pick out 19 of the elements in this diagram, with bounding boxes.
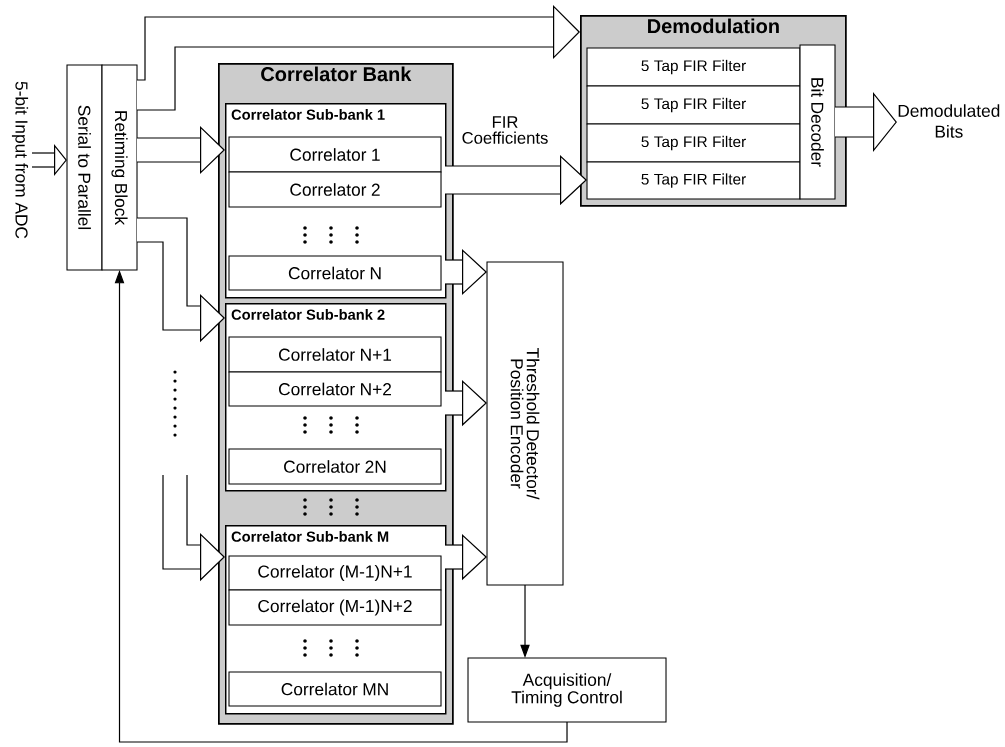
output-label: Demodulated Bits: [898, 104, 1000, 138]
block-box: Retiming Block: [101, 64, 138, 271]
block-box: 5 Tap FIR Filter: [586, 85, 801, 125]
block-box: Correlator N: [228, 255, 442, 291]
input-label: 5-bit Input from ADC: [11, 81, 29, 239]
block-box: Correlator N+1: [228, 336, 442, 373]
block-box: Correlator 2N: [228, 448, 442, 485]
block-box: Acquisition/ Timing Control: [467, 657, 667, 723]
block-box: Bit Decoder: [799, 44, 836, 200]
block-box: Correlator N+2: [228, 371, 442, 407]
block-box: Correlator 1: [228, 136, 442, 173]
edge-label: FIR Coefficients: [456, 114, 554, 146]
block-box: 5 Tap FIR Filter: [586, 47, 801, 87]
block-box: Correlator MN: [228, 671, 442, 707]
block-box: Correlator (M-1)N+2: [228, 589, 442, 626]
block-box: 5 Tap FIR Filter: [586, 123, 801, 163]
block-box: Correlator (M-1)N+1: [228, 555, 442, 591]
bus-arrow: [137, 4, 580, 111]
block-box: Correlator 2: [228, 171, 442, 208]
